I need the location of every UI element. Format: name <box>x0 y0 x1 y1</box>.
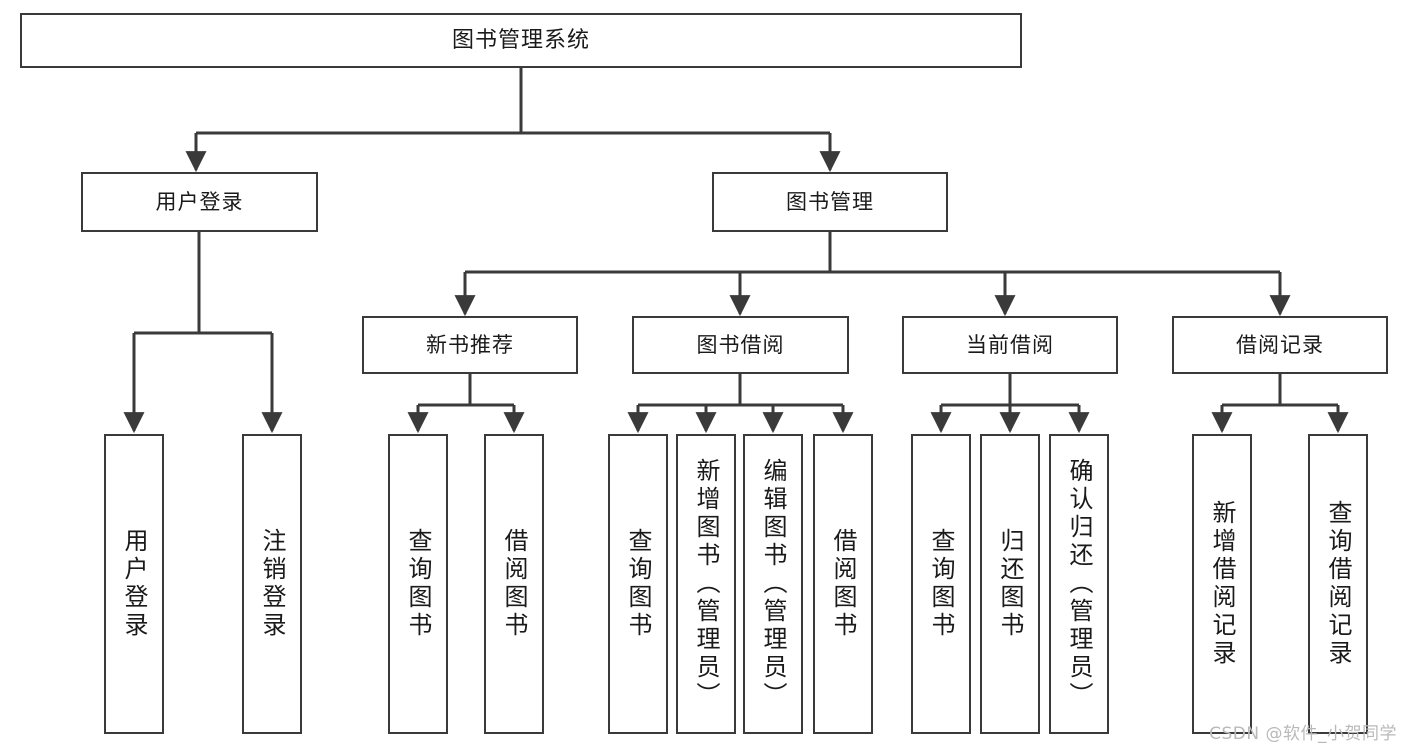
leaf-borrow-record-2-label: 查询借阅记录 <box>1324 500 1352 668</box>
leaf-borrow-record-2[interactable]: 查询借阅记录 <box>1308 434 1368 734</box>
node-current-borrow[interactable]: 当前借阅 <box>902 316 1118 374</box>
leaf-current-borrow-1-label: 查询图书 <box>927 528 955 640</box>
leaf-book-borrow-1-label: 查询图书 <box>624 528 652 640</box>
node-book-borrow-label: 图书借阅 <box>696 332 785 357</box>
node-user-login[interactable]: 用户登录 <box>81 172 318 232</box>
leaf-current-borrow-3[interactable]: 确认归还（管理员） <box>1049 434 1109 734</box>
leaf-book-borrow-2-label: 新增图书（管理员） <box>692 458 720 710</box>
leaf-book-borrow-1[interactable]: 查询图书 <box>608 434 668 734</box>
node-new-book-recommend[interactable]: 新书推荐 <box>362 316 578 374</box>
node-borrow-record-label: 借阅记录 <box>1236 332 1324 357</box>
leaf-current-borrow-1[interactable]: 查询图书 <box>911 434 971 734</box>
leaf-book-borrow-3-label: 编辑图书（管理员） <box>759 458 787 710</box>
leaf-book-borrow-4-label: 借阅图书 <box>829 528 857 640</box>
node-book-management-label: 图书管理 <box>786 189 874 214</box>
leaf-new-book-1-label: 查询图书 <box>404 528 432 640</box>
leaf-user-login-1-label: 用户登录 <box>120 528 148 640</box>
node-book-borrow[interactable]: 图书借阅 <box>632 316 849 374</box>
leaf-book-borrow-4[interactable]: 借阅图书 <box>813 434 873 734</box>
leaf-book-borrow-3[interactable]: 编辑图书（管理员） <box>743 434 803 734</box>
node-new-book-recommend-label: 新书推荐 <box>426 332 514 357</box>
csdn-watermark: CSDN @软件_小贺同学 <box>1209 724 1397 744</box>
node-user-login-label: 用户登录 <box>155 189 244 214</box>
leaf-borrow-record-1-label: 新增借阅记录 <box>1208 500 1236 668</box>
leaf-current-borrow-3-label: 确认归还（管理员） <box>1065 458 1093 710</box>
leaf-current-borrow-2-label: 归还图书 <box>996 528 1024 640</box>
leaf-new-book-2-label: 借阅图书 <box>500 528 528 640</box>
node-current-borrow-label: 当前借阅 <box>966 332 1054 357</box>
leaf-borrow-record-1[interactable]: 新增借阅记录 <box>1192 434 1252 734</box>
leaf-user-login-2-label: 注销登录 <box>258 528 286 640</box>
node-root-label: 图书管理系统 <box>451 27 590 53</box>
node-root[interactable]: 图书管理系统 <box>20 13 1022 68</box>
node-book-management[interactable]: 图书管理 <box>712 172 948 232</box>
leaf-new-book-1[interactable]: 查询图书 <box>388 434 448 734</box>
leaf-user-login-1[interactable]: 用户登录 <box>104 434 164 734</box>
leaf-user-login-2[interactable]: 注销登录 <box>242 434 302 734</box>
leaf-book-borrow-2[interactable]: 新增图书（管理员） <box>676 434 736 734</box>
node-borrow-record[interactable]: 借阅记录 <box>1172 316 1388 374</box>
leaf-current-borrow-2[interactable]: 归还图书 <box>980 434 1040 734</box>
leaf-new-book-2[interactable]: 借阅图书 <box>484 434 544 734</box>
